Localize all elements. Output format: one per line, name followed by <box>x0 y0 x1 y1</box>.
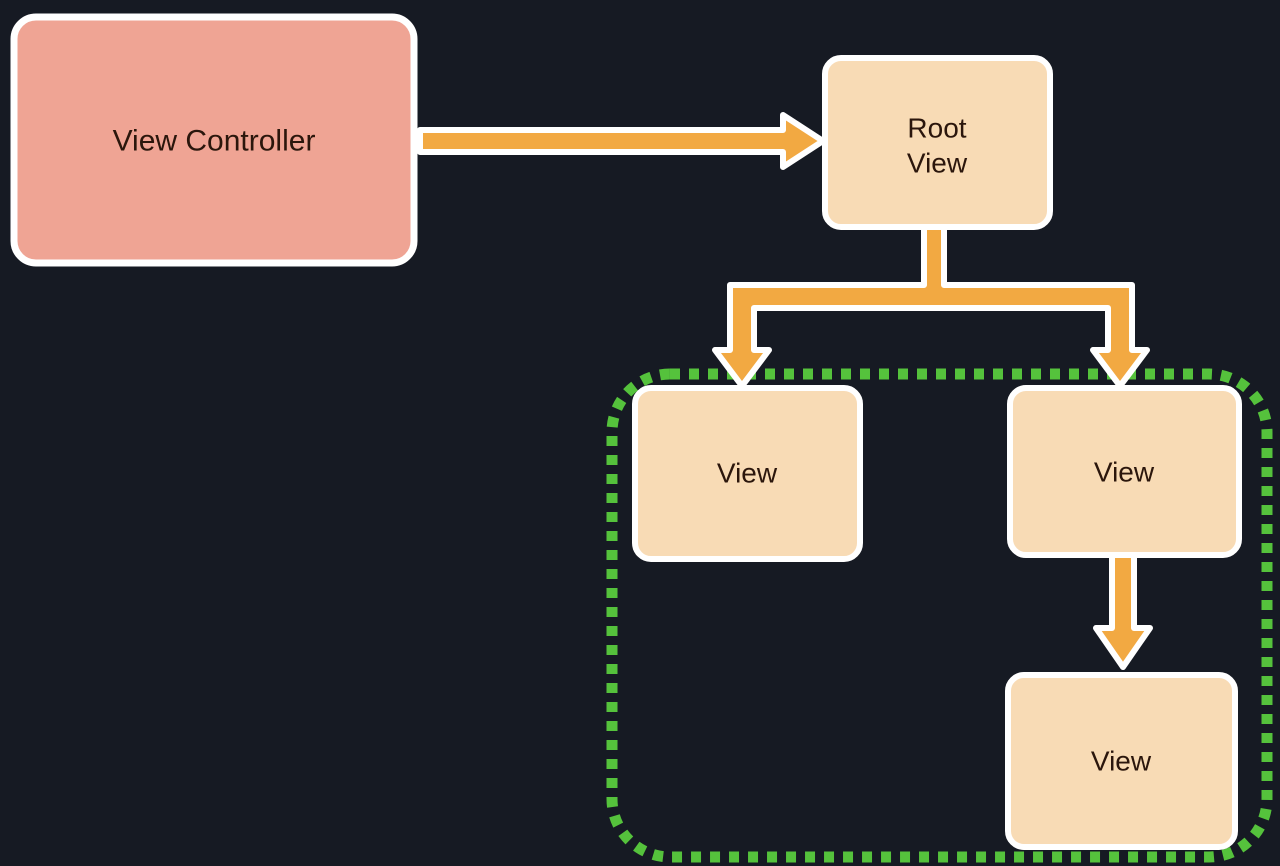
subview-group-dotted-outline <box>606 368 1273 863</box>
view-node-right <box>1007 385 1242 558</box>
view-controller-label: View Controller <box>113 125 316 158</box>
root-view-node <box>822 55 1053 230</box>
root-view-label-line1: Root <box>907 113 966 144</box>
view-right-label: View <box>1094 457 1155 488</box>
view-controller-node <box>10 13 418 267</box>
view-left-label: View <box>717 458 778 489</box>
arrow-view-to-subview <box>1093 551 1153 670</box>
view-bottom-label: View <box>1091 746 1152 777</box>
view-node-bottom <box>1005 672 1238 850</box>
root-view-label-line2: View <box>907 148 968 179</box>
view-node-left <box>632 385 863 562</box>
connector-rootview-to-subviews <box>712 223 1150 389</box>
arrow-controller-to-rootview <box>417 112 826 170</box>
